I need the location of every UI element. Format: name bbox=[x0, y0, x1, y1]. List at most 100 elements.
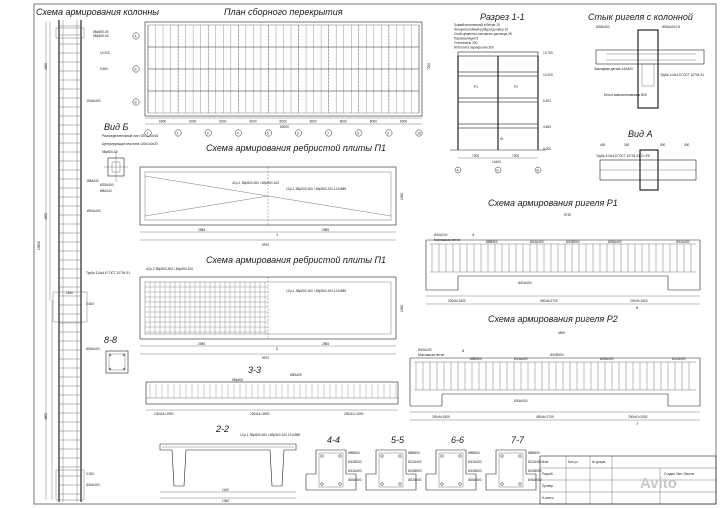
slab2-dim-2: 2985 bbox=[322, 342, 329, 346]
rebar-dot bbox=[320, 454, 324, 458]
column-drawing bbox=[45, 20, 88, 502]
plan-dim: 6000 bbox=[310, 120, 317, 124]
s33-dim-2: 200х14=2800 bbox=[250, 412, 270, 416]
joint-bar-2: Ø25A400 Н1 bbox=[662, 25, 681, 29]
s33-bar-1: Ø8A400 bbox=[290, 373, 302, 377]
section11-layer: Утеплитель 200 bbox=[454, 41, 478, 45]
section11-axes: А Б В bbox=[454, 166, 542, 174]
section-bar-label: Ø10B500 bbox=[528, 469, 542, 473]
section11-mark-1: Р1 bbox=[474, 85, 478, 89]
joint-note-2: Труба 114х4,5 ГОСТ 10704-91 bbox=[660, 73, 704, 77]
column-bar-2: Ø8A240 bbox=[87, 179, 99, 183]
beam2-note: Монтажная петля bbox=[418, 353, 444, 357]
column-dim-3: 4800 bbox=[44, 413, 48, 420]
column-level-1: 10.200 bbox=[100, 51, 110, 55]
viewA-title: Вид А bbox=[628, 129, 653, 139]
plan-axis-В: В bbox=[135, 101, 137, 105]
section11-axis-А: А bbox=[457, 169, 460, 173]
plan-axis-label: 9 bbox=[387, 132, 389, 136]
slab2-dim-width: 1360 bbox=[400, 305, 404, 312]
section11-layer: Гравий втопленный в битум 15 bbox=[454, 23, 500, 27]
section11-axis-Б: Б bbox=[497, 169, 499, 173]
plan-axis-bubble bbox=[174, 129, 182, 137]
plan-side: 7200 bbox=[427, 63, 431, 70]
plan-axis-bubble bbox=[234, 129, 242, 137]
beam2-bar-1: Ø10A240 bbox=[418, 348, 432, 352]
beam1-bar-5: Ø28A400 bbox=[608, 240, 622, 244]
section11-layer: Слой цементно-песчаного раствора 25 bbox=[454, 32, 512, 36]
slab1-mesh-2: 1Ср-1 3Вр500-300 / 4Вр500-100 121х585 bbox=[286, 187, 346, 191]
s33-dim-3: 150х10=1500 bbox=[344, 412, 364, 416]
beam1-title: Схема армирования ригеля Р1 bbox=[488, 198, 618, 208]
beam2-bar-4: Ø10B500 bbox=[550, 353, 564, 357]
beam1-dim-1: 200х9=1800 bbox=[448, 299, 466, 303]
column-title: Схема армирования колонны bbox=[36, 7, 159, 17]
slab2-dim-1: 2985 bbox=[198, 342, 205, 346]
rebar-dot bbox=[518, 454, 522, 458]
column-bar-5: Ø16A400 bbox=[86, 483, 100, 487]
beam1-drawing bbox=[425, 239, 701, 305]
plan-dim: 6000 bbox=[249, 120, 256, 124]
beam1-dim-2: 450х6=2700 bbox=[540, 299, 558, 303]
section-bar-label: Ø16A400 bbox=[528, 478, 542, 482]
section-bar-label: Ø10B500 bbox=[468, 469, 482, 473]
s33-bar-2: 5Вр500 bbox=[232, 378, 243, 382]
stamp-head: Кол.уч. bbox=[568, 460, 579, 464]
viewB-note-1: Распределительный лист 200х200х16 bbox=[102, 134, 158, 138]
column-dim-2: 4200 bbox=[44, 213, 48, 220]
s22-mesh: 1Ср-1 3Вр500-300 / 4Вр500-100 121х585 bbox=[240, 433, 300, 437]
plan-axis-bubble bbox=[415, 129, 423, 137]
section11-dim-2: 7200 bbox=[512, 154, 519, 158]
rebar-dot bbox=[500, 482, 504, 486]
s88-title: 8-8 bbox=[104, 335, 117, 345]
beam1-note: Монтажная петля bbox=[434, 238, 460, 242]
section-bar-label: Ø12A400 bbox=[408, 460, 422, 464]
plan-axis-bubble bbox=[264, 129, 272, 137]
beam2-drawing bbox=[409, 357, 701, 421]
beam1-bar-2: Ø8B500 bbox=[486, 240, 498, 244]
rebar-dot bbox=[398, 454, 402, 458]
plan-dim: 6000 bbox=[219, 120, 226, 124]
slab2-section-mark: 2 bbox=[276, 346, 279, 351]
cross-section-outline bbox=[365, 449, 417, 491]
rebar-dot bbox=[380, 454, 384, 458]
beam1-top-dim: 5730 bbox=[564, 213, 571, 217]
plan-axis-label: 10 bbox=[418, 132, 422, 136]
rebar-dot bbox=[320, 482, 324, 486]
plan-axis-label: 2 bbox=[177, 132, 179, 136]
section11-layer: Пароизоляция 5 bbox=[454, 37, 478, 41]
section-bar-label: Ø8B500 bbox=[468, 451, 480, 455]
plan-axis-label: 7 bbox=[327, 132, 329, 136]
slab1-mesh-1: 4Ср-1 3Вр500-300 / 4Вр500-100 bbox=[232, 181, 279, 185]
column-mesh-top: 5Вр500-50 bbox=[93, 30, 109, 34]
beam2-dim-2: 450х6=2700 bbox=[536, 415, 554, 419]
stamp-row: Разраб. bbox=[542, 472, 554, 476]
plan-dim: 6000 bbox=[340, 120, 347, 124]
rebar-dot bbox=[500, 454, 504, 458]
s88-drawing bbox=[105, 350, 129, 374]
s66-title: 6-6 bbox=[451, 435, 464, 445]
plan-drawing bbox=[144, 21, 423, 125]
rebar-dot bbox=[458, 482, 462, 486]
beam2-bar-3: Ø14A400 bbox=[514, 357, 528, 361]
beam2-dim-3: 200х10=2000 bbox=[628, 415, 648, 419]
s22-drawing bbox=[159, 443, 297, 499]
rebar-dot bbox=[380, 482, 384, 486]
section11-layer: Четырехслойный рубероид ковер 10 bbox=[454, 28, 508, 32]
viewB-note-2: Центрирующая пластина 140х140х20 bbox=[102, 142, 158, 146]
slab1-dim-total: 5970 bbox=[262, 243, 269, 247]
section-bar-label: Ø28A400 bbox=[468, 478, 482, 482]
s22-title: 2-2 bbox=[215, 424, 229, 434]
section11-level-2: 10.200 bbox=[543, 73, 553, 77]
cross-section-outline bbox=[485, 449, 537, 491]
section-bar-label: Ø8B500 bbox=[408, 451, 420, 455]
s33-title: 3-3 bbox=[248, 365, 261, 375]
plan-axis-bubble bbox=[204, 129, 212, 137]
slab1-section-mark: 1 bbox=[276, 232, 279, 237]
column-level-2: 9.600 bbox=[100, 67, 108, 71]
viewB-title: Вид Б bbox=[104, 122, 128, 132]
section11-level-4: 3.600 bbox=[543, 125, 551, 129]
plan-axis-Б: Б bbox=[135, 68, 137, 72]
